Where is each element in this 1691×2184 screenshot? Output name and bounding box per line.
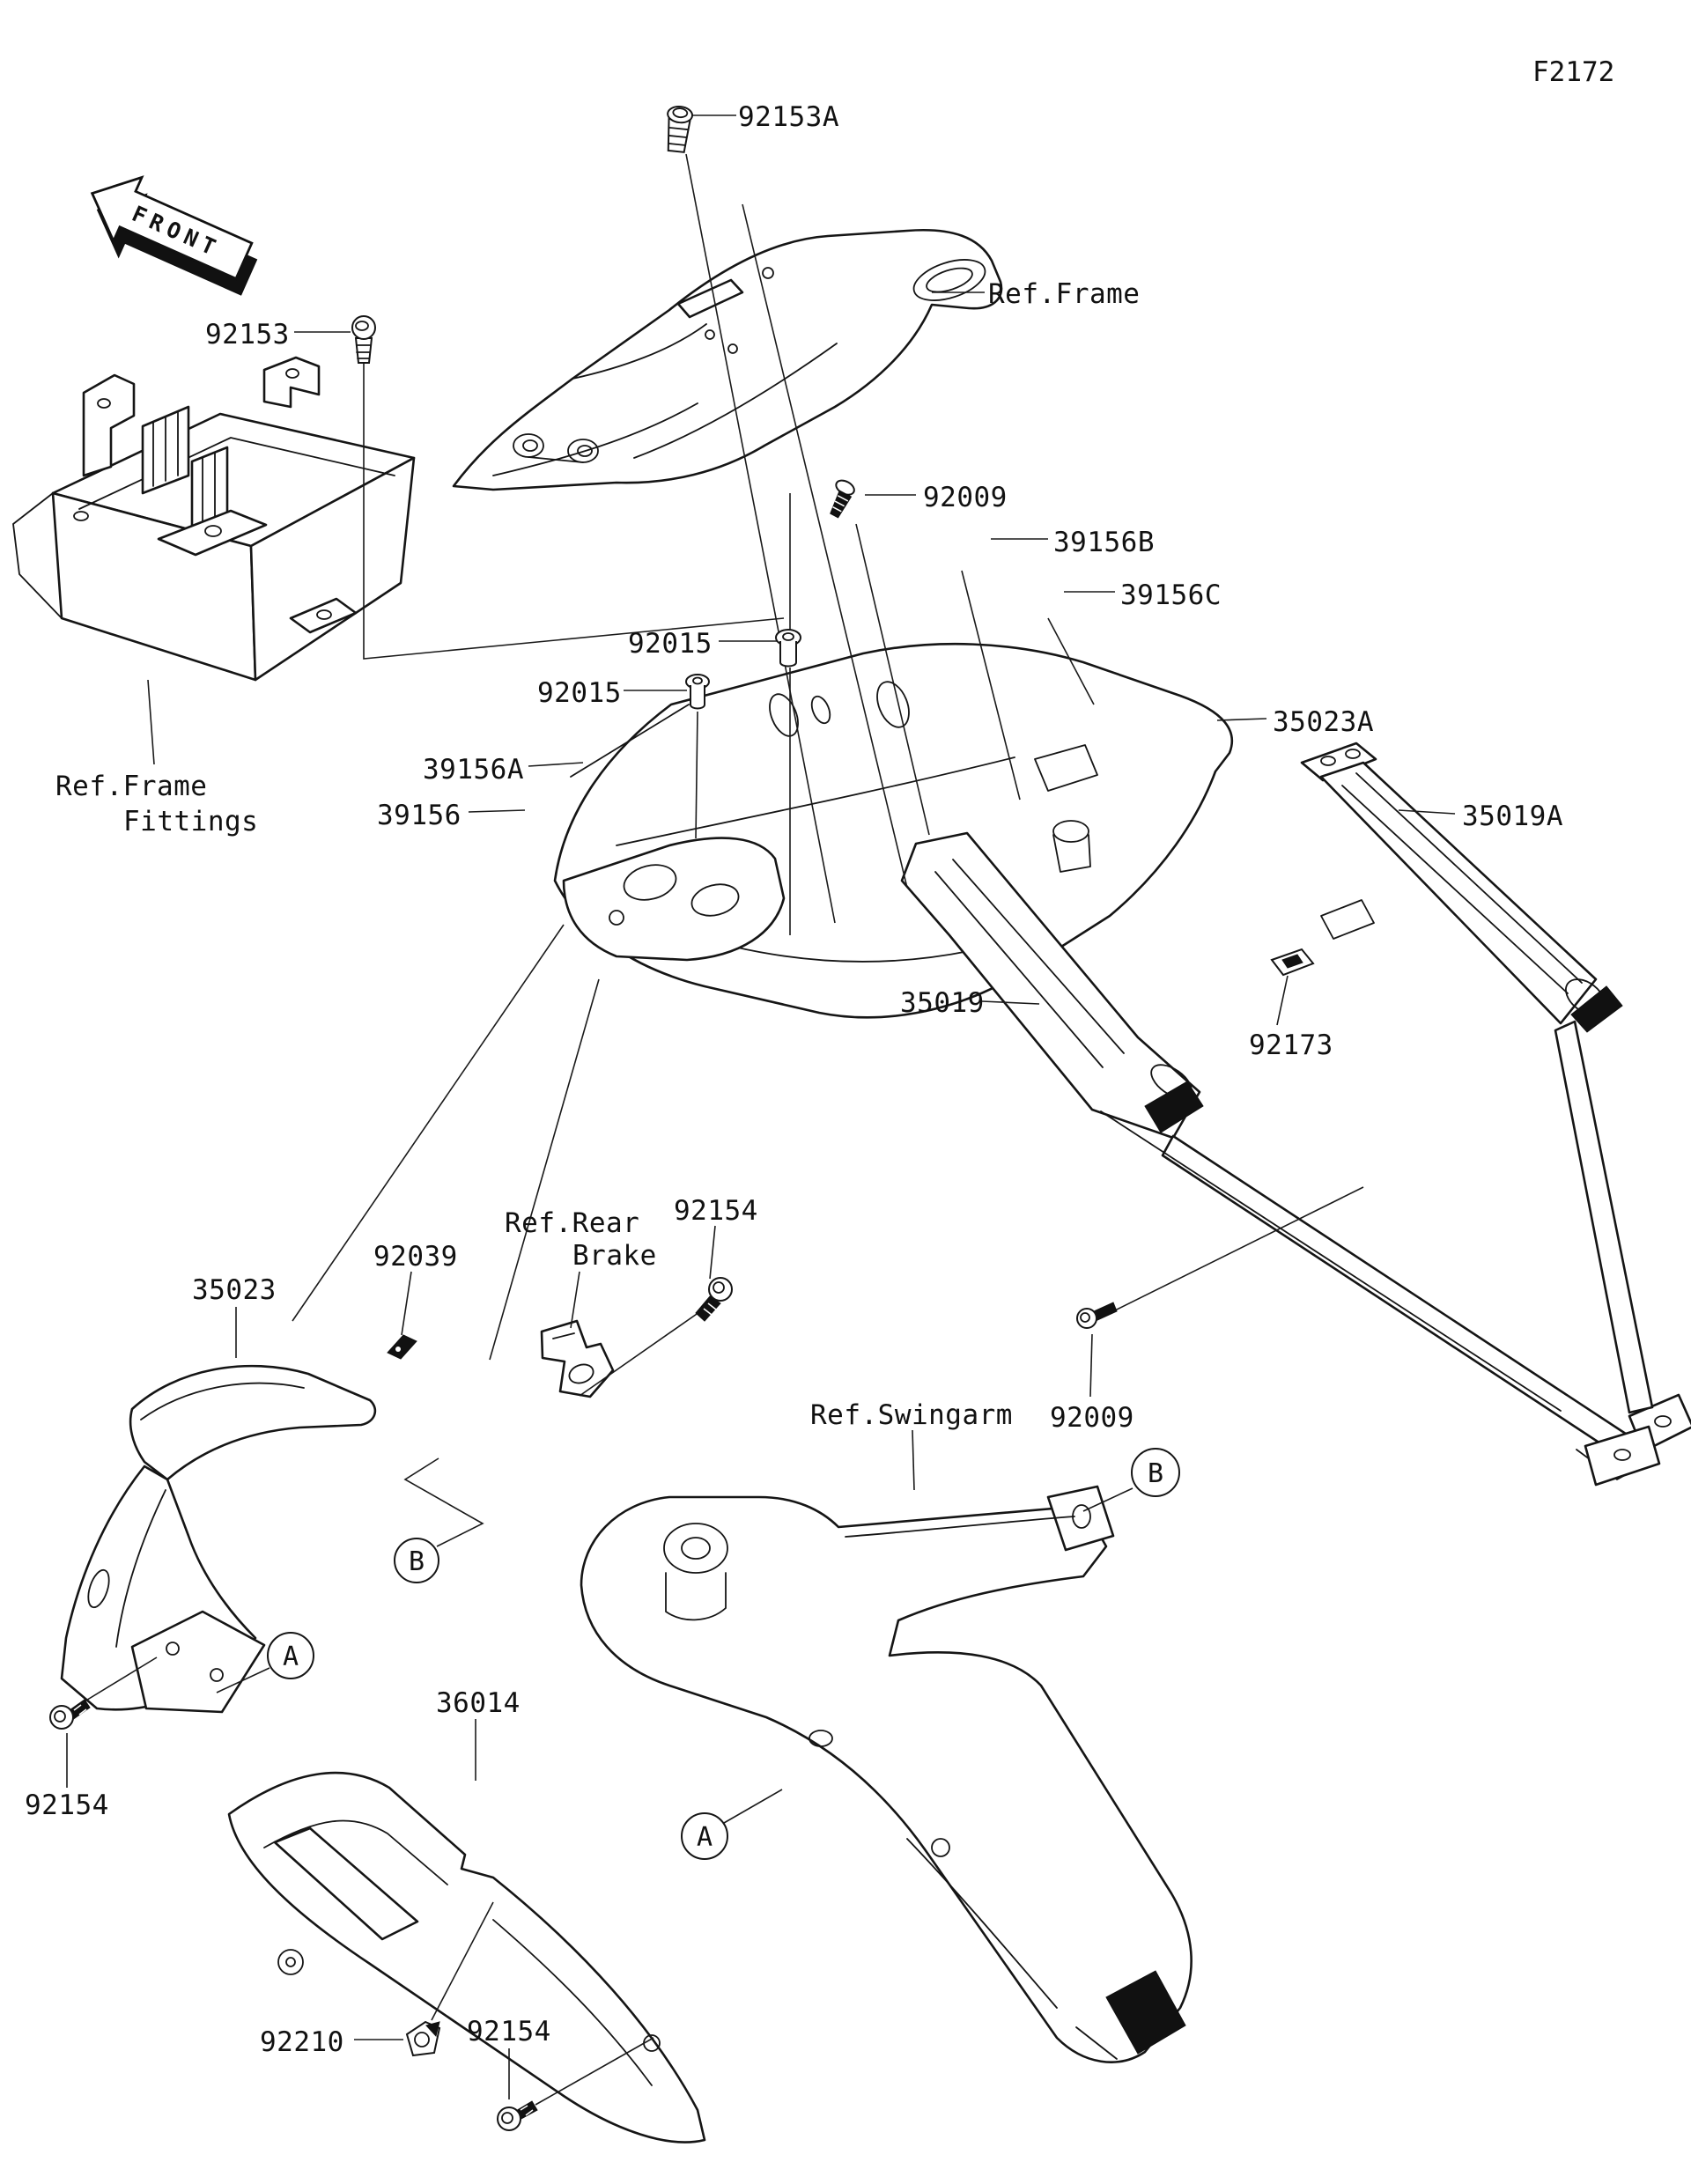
frame-fittings-part (12, 356, 416, 682)
screw-92153a (667, 106, 694, 153)
bolt-92154-left (49, 1699, 91, 1730)
callout-39156c: 39156C (1120, 579, 1222, 611)
view-marker-b-right: B (1131, 1448, 1180, 1497)
callout-ref-frame-fittings-line2: Fittings (123, 806, 258, 837)
callout-35019: 35019 (900, 987, 985, 1019)
callout-92009-upper: 92009 (923, 482, 1008, 513)
callout-92015-upper: 92015 (628, 628, 713, 660)
callout-ref-swingarm: Ref.Swingarm (810, 1399, 1013, 1431)
callout-ref-rear-brake-line1: Ref.Rear (505, 1207, 639, 1239)
figure-code: F2172 (1532, 56, 1614, 88)
callout-92154-upper: 92154 (674, 1195, 758, 1227)
callout-labels: F2172 92153A Ref.Frame 92153 92009 39156… (25, 56, 1614, 2058)
callout-92039: 92039 (373, 1241, 458, 1273)
callout-ref-frame: Ref.Frame (988, 278, 1140, 310)
callout-92154-lower: 92154 (467, 2016, 551, 2048)
front-fender-part (60, 1364, 377, 1714)
view-b-letter: B (409, 1546, 425, 1577)
view-marker-a-left: A (267, 1632, 314, 1679)
callout-39156a: 39156A (423, 754, 524, 786)
callout-92153: 92153 (205, 319, 290, 350)
front-direction-marker: FRONT (90, 175, 258, 296)
chain-cover-part (227, 1771, 706, 2143)
callout-92154-left: 92154 (25, 1789, 109, 1821)
nut-92210 (405, 2020, 441, 2057)
view-a-letter: A (283, 1642, 299, 1672)
rear-brake-bracket-part (540, 1319, 615, 1398)
callout-39156b: 39156B (1053, 527, 1155, 558)
callout-35019a: 35019A (1462, 801, 1563, 832)
damper-92015-upper (775, 629, 801, 668)
grab-rail-left-part (900, 831, 1691, 1480)
damper-92015-lower (685, 674, 710, 710)
bolt-92009-lower (1076, 1302, 1118, 1329)
view-marker-b-left: B (394, 1538, 439, 1583)
bolt-92154-upper (695, 1277, 733, 1322)
bolt-92154-lower (497, 2100, 538, 2131)
screw-92153 (351, 315, 376, 364)
view-a-letter: A (697, 1822, 713, 1853)
bolt-92009-upper (830, 479, 855, 519)
leader-lines (66, 114, 1456, 2106)
callout-92210: 92210 (260, 2026, 344, 2058)
view-b-letter: B (1148, 1458, 1163, 1489)
callout-92009-lower: 92009 (1050, 1402, 1134, 1434)
grab-rail-right-part (1300, 742, 1661, 1487)
clip-92173 (1270, 948, 1315, 977)
callout-36014: 36014 (436, 1687, 521, 1719)
callout-35023a: 35023A (1273, 706, 1374, 738)
view-marker-a-right: A (681, 1812, 728, 1860)
callout-39156: 39156 (377, 800, 462, 831)
callout-92015-lower: 92015 (537, 677, 622, 709)
rivet-92039 (387, 1334, 417, 1360)
rear-frame-part (452, 229, 1003, 491)
callout-92173: 92173 (1249, 1029, 1333, 1061)
callout-92153a: 92153A (738, 101, 839, 133)
callout-ref-frame-fittings-line1: Ref.Frame (55, 771, 207, 802)
callout-35023: 35023 (192, 1274, 277, 1306)
swingarm-part (580, 1485, 1193, 2063)
rear-fender-assembly-part (553, 642, 1375, 1019)
callout-ref-rear-brake-line2: Brake (572, 1240, 657, 1272)
